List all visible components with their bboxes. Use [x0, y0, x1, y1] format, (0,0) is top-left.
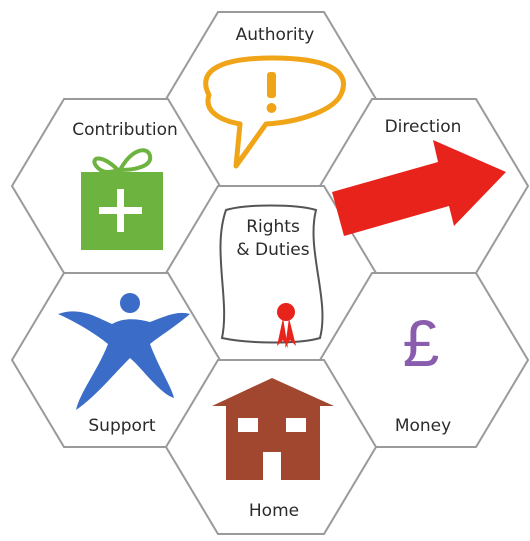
person-arms-raised-icon: [58, 293, 190, 410]
support-label: Support: [88, 416, 156, 436]
home-label: Home: [249, 501, 299, 521]
direction-label: Direction: [385, 117, 462, 137]
arrow-right-icon: [332, 140, 506, 236]
pound-sign-icon: £: [403, 306, 440, 380]
contribution-label: Contribution: [72, 120, 178, 140]
rights-duties-label-line2: & Duties: [236, 240, 309, 260]
gift-box-plus-icon: [81, 148, 163, 250]
authority-label: Authority: [236, 25, 315, 45]
house-icon: [212, 378, 334, 480]
money-label: Money: [395, 416, 451, 436]
speech-bubble-exclamation-icon: [203, 55, 346, 169]
rights-duties-label-line1: Rights: [246, 217, 300, 237]
scroll-with-seal-icon: [219, 204, 324, 348]
